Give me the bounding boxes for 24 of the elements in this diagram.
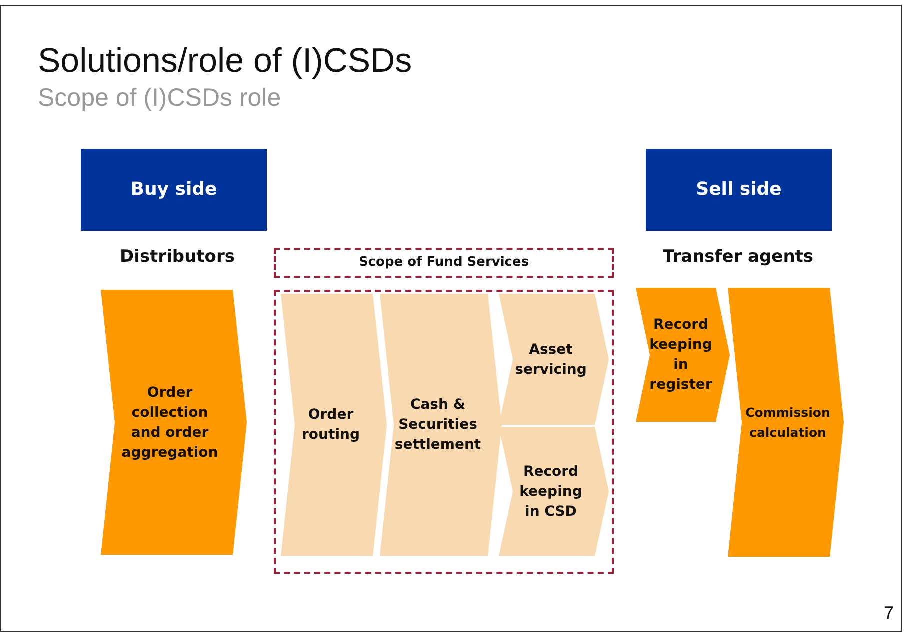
step-label: Cash & Securities settlement: [394, 396, 482, 455]
process-step: [281, 294, 387, 556]
process-step: [499, 294, 609, 425]
scope-title: Scope of Fund Services: [358, 254, 530, 272]
slide-title: Solutions/role of (I)CSDs: [38, 42, 412, 81]
step-label: Record keeping in register: [648, 316, 714, 395]
header-box: [81, 149, 267, 231]
process-step: [101, 290, 247, 555]
step-label: Asset servicing: [514, 340, 588, 380]
side-heading: Buy side: [130, 180, 218, 200]
step-label: Order routing: [301, 406, 361, 445]
column-heading: Distributors: [120, 247, 235, 267]
column-heading: Transfer agents: [663, 247, 814, 267]
scope-frame: [274, 290, 614, 574]
step-label: Order collection and order aggregation: [120, 384, 220, 462]
side-heading: Sell side: [696, 180, 782, 200]
process-step: [636, 288, 730, 422]
page-number: 7: [884, 603, 894, 624]
slide-subtitle: Scope of (I)CSDs role: [38, 84, 282, 113]
scope-banner: [274, 248, 614, 278]
step-label: Commission calculation: [744, 404, 832, 442]
header-box: [646, 149, 832, 231]
process-step: [499, 427, 609, 556]
step-label: Record keeping in CSD: [518, 462, 584, 522]
